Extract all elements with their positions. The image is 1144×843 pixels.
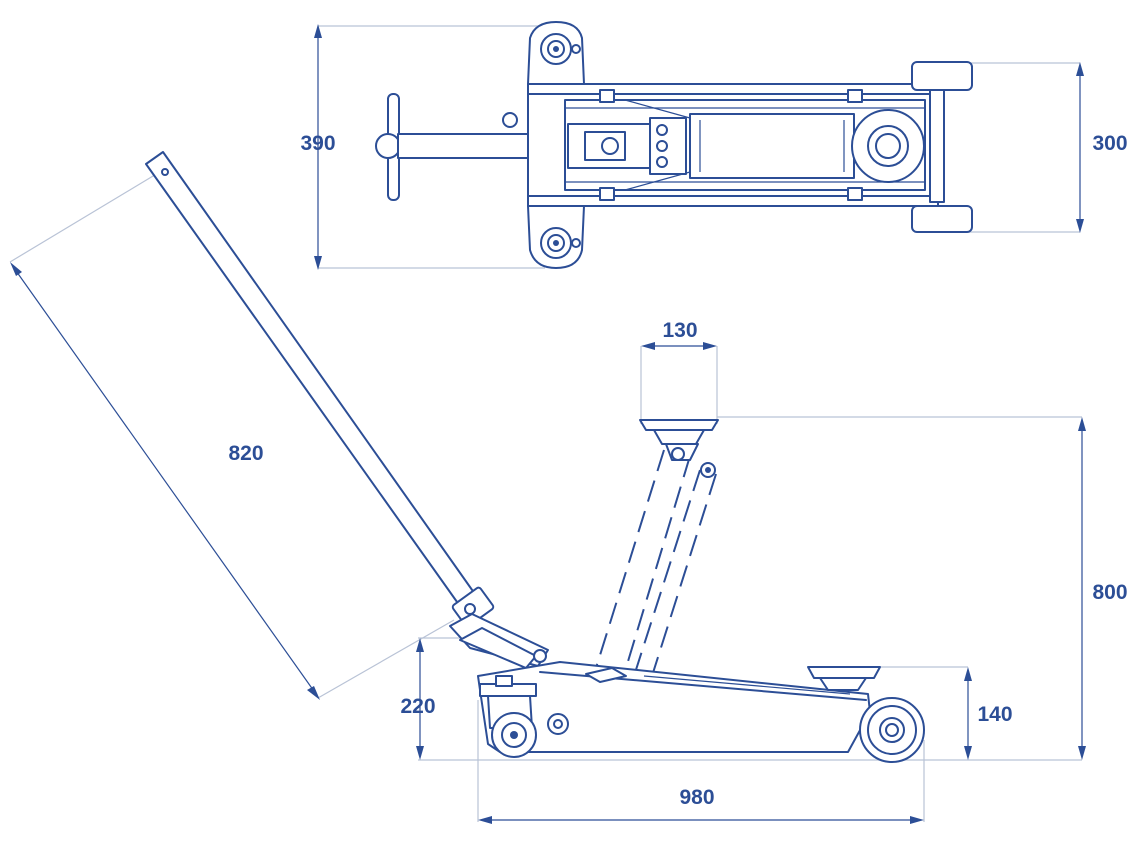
side-handle [145,151,495,628]
dimension-140: 140 [964,667,1013,760]
dimension-label-300: 300 [1092,132,1127,155]
dimension-label-220: 220 [400,695,435,718]
side-chassis [477,661,871,753]
dimension-980: 980 [478,786,924,824]
dimension-label-800: 800 [1092,581,1127,604]
dimension-800: 800 [1078,417,1128,760]
top-caster-upper [527,21,585,85]
side-view: 820 130 800 220 140 [9,151,1128,824]
side-rear-wheel [859,697,925,763]
dimension-label-820: 820 [228,442,263,465]
top-view: 390 300 [300,21,1128,270]
top-cylinder [689,113,855,179]
side-handle-socket [449,613,549,669]
dimension-390: 390 [300,24,336,270]
side-front-caster [479,675,537,758]
dimension-130: 130 [641,319,717,350]
top-pump [567,117,687,175]
dimension-820: 820 [10,262,320,700]
dimension-label-390: 390 [300,132,335,155]
side-saddle-raised [639,419,719,478]
top-rear-wheels [911,61,973,233]
dimension-300: 300 [1076,62,1128,233]
side-saddle-lowered [807,666,881,691]
dimension-label-980: 980 [679,786,714,809]
top-saddle [851,109,925,183]
dimension-label-140: 140 [977,703,1012,726]
dimension-label-130: 130 [662,319,697,342]
dimension-220: 220 [400,638,436,760]
top-caster-lower [527,205,585,269]
side-lift-arm-raised [595,449,717,677]
